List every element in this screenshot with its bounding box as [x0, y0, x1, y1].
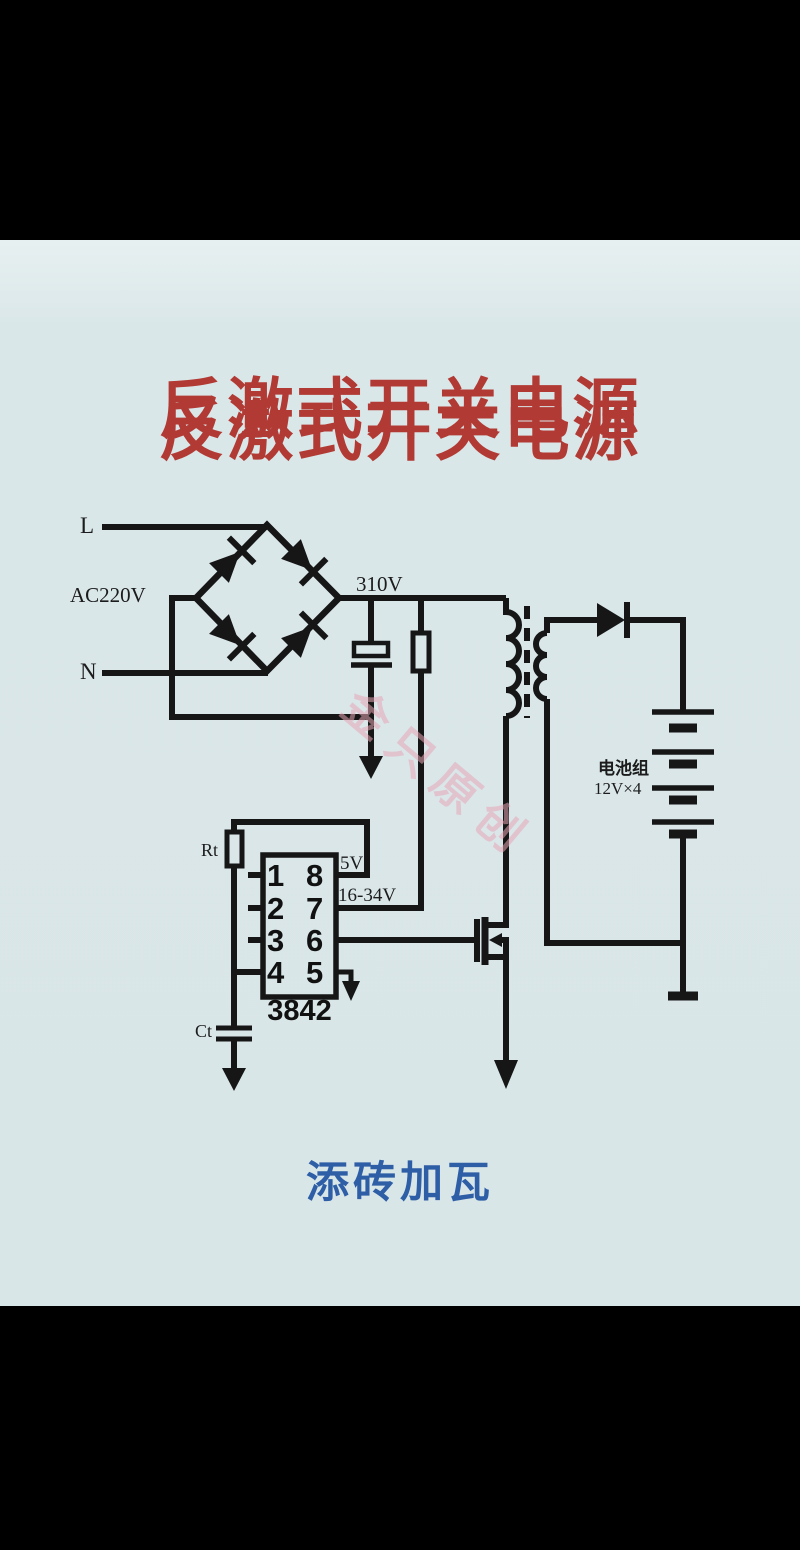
battery-spec-label: 12V×4 — [594, 779, 642, 798]
dc-bus-label: 310V — [356, 572, 403, 596]
vref-label: 5V — [340, 853, 364, 874]
neutral-label: N — [80, 659, 97, 684]
vcc-range-label: 16-34V — [338, 885, 397, 906]
schematic-canvas: 反激式开关电源 — [0, 240, 800, 1306]
ic-pin-6: 6 — [306, 923, 324, 958]
ic-3842 — [235, 852, 339, 1000]
ic-part-number: 3842 — [267, 995, 332, 1027]
poster-title: 反激式开关电源 — [158, 396, 642, 469]
ct-label: Ct — [195, 1021, 213, 1041]
bridge-diode-bottom-left — [209, 614, 257, 662]
bridge-rectifier — [191, 520, 344, 676]
primary-winding — [503, 598, 522, 719]
bulk-capacitor — [351, 598, 392, 717]
ground-symbol-pin5 — [336, 969, 360, 1001]
ic-pin-stubs-left — [235, 872, 263, 975]
battery-pack — [652, 709, 714, 1001]
rt-label: Rt — [201, 840, 219, 860]
ic-pin-4: 4 — [267, 955, 285, 990]
ic-pin-8: 8 — [306, 858, 324, 893]
mosfet-source — [485, 954, 509, 1062]
top-letterbox-bar — [0, 0, 800, 240]
ic-pin-2: 2 — [267, 891, 285, 926]
mosfet-drain — [485, 716, 509, 928]
secondary-top-wire — [544, 617, 597, 633]
transformer — [503, 598, 548, 719]
bridge-diode-top-right — [281, 539, 329, 587]
timing-capacitor-ct — [216, 1025, 252, 1042]
live-label: L — [80, 513, 95, 538]
vref-wire — [231, 819, 370, 878]
mosfet-body-arrow — [489, 933, 502, 947]
ic-pin-7: 7 — [306, 891, 324, 926]
output-diode — [597, 602, 686, 712]
page-title: 反激式开关电源 — [158, 374, 642, 447]
ground-symbol-bus — [359, 717, 383, 779]
mosfet — [474, 716, 509, 1062]
ic-pin-1: 1 — [267, 858, 285, 893]
ac-input-label: AC220V — [70, 583, 146, 607]
footer-text: 添砖加瓦 — [306, 1160, 494, 1207]
startup-resistor — [336, 598, 432, 911]
bottom-letterbox-bar — [0, 1306, 800, 1550]
bridge-diode-bottom-right — [281, 610, 329, 658]
timing-resistor-rt — [224, 829, 245, 1028]
ic-pin-5: 5 — [306, 955, 324, 990]
ground-symbol-source — [494, 1060, 518, 1089]
battery-name-label: 电池组 — [598, 759, 649, 778]
ic-pin-3: 3 — [267, 923, 285, 958]
secondary-bottom-wire — [544, 699, 683, 946]
ground-symbol-ct — [222, 1039, 246, 1091]
secondary-winding — [533, 630, 548, 702]
bridge-diode-top-left — [209, 535, 257, 583]
negative-rail — [169, 595, 371, 720]
